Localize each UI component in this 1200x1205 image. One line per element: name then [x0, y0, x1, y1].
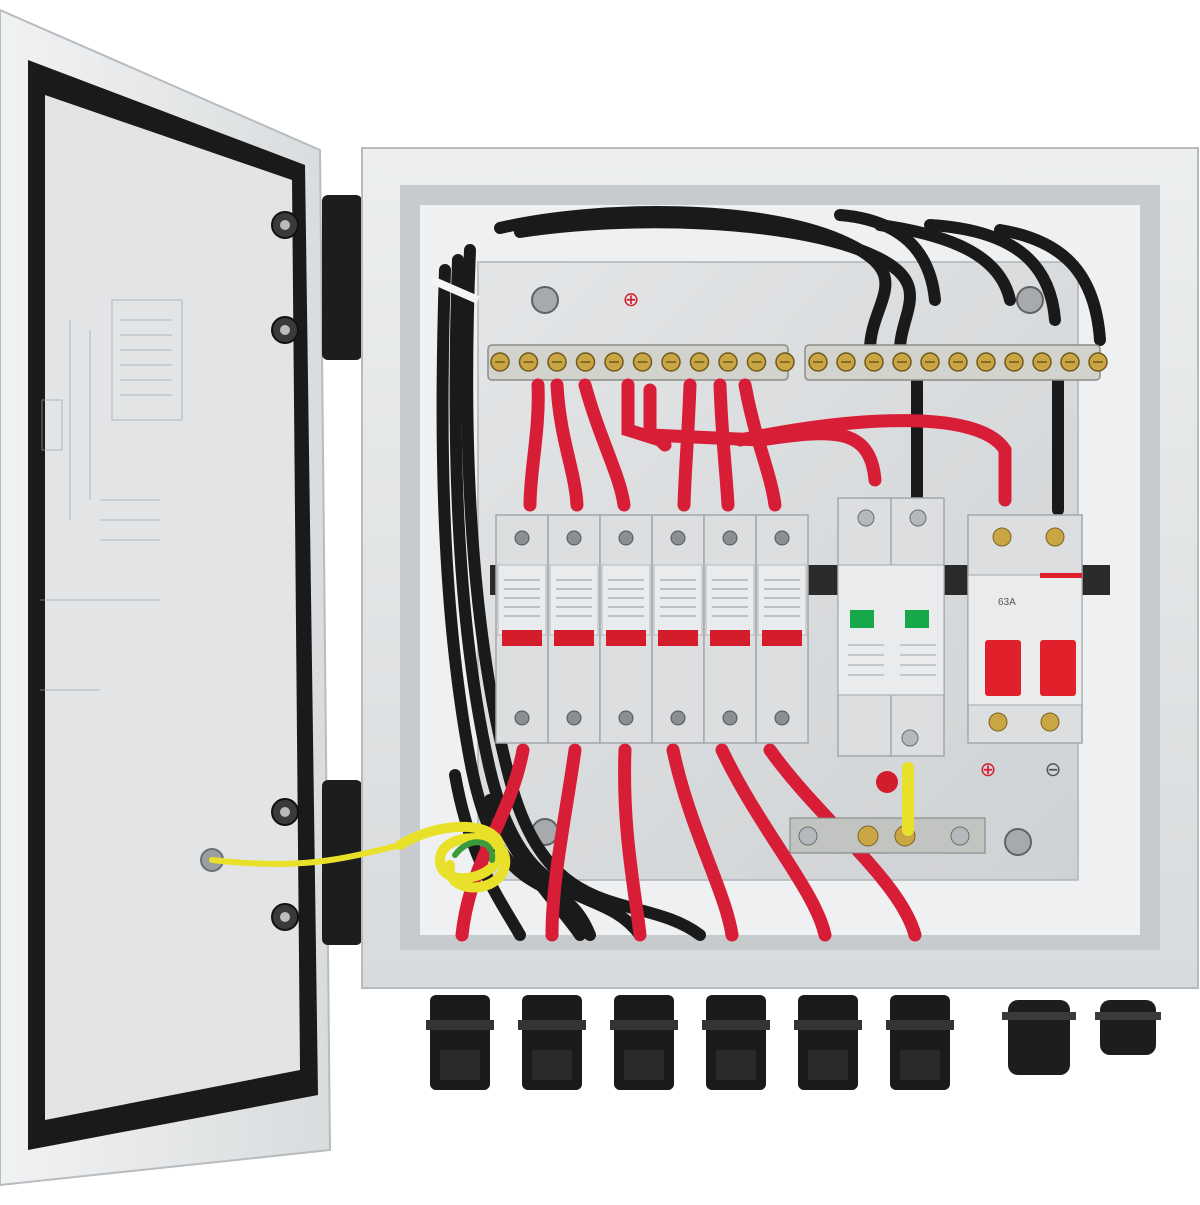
mc4-connector-tip: [440, 1050, 480, 1080]
mc4-connector: [610, 995, 678, 1090]
fuse-holder-6: [755, 514, 809, 744]
mc4-connector: [794, 995, 862, 1090]
spd-indicator-left: [850, 610, 874, 628]
door-wiring-diagram: [40, 299, 183, 691]
mc4-connector-tip: [624, 1050, 664, 1080]
fuse-indicator-window: [554, 630, 594, 646]
breaker-toggle-right: [1040, 640, 1076, 696]
mc4-connector-ring: [886, 1020, 954, 1030]
breaker-toggle-left: [985, 640, 1021, 696]
fuse-bottom-screw: [618, 710, 634, 726]
cable-tie: [430, 276, 480, 304]
fuse-holder-label-area: [549, 564, 599, 636]
negative-marking-bottom: ⊖: [1045, 759, 1062, 781]
red-wires-top: [523, 378, 1012, 512]
fuse-top-screw: [722, 530, 738, 546]
mc4-connector-tip: [900, 1050, 940, 1080]
fuse-indicator-window: [502, 630, 542, 646]
breaker-rating: 63A: [998, 597, 1016, 608]
dc-circuit-breaker: 63A: [967, 514, 1083, 744]
fuse-holder-1: [495, 514, 549, 744]
fuse-holder-label-area: [705, 564, 755, 636]
fuse-top-screw: [566, 530, 582, 546]
fuse-indicator-window: [710, 630, 750, 646]
fuse-bottom-screw: [514, 710, 530, 726]
fuse-holder-4: [651, 514, 705, 744]
mc4-connector-ring: [702, 1020, 770, 1030]
mc4-connector-tip: [532, 1050, 572, 1080]
mc4-connector-tip: [716, 1050, 756, 1080]
mc4-connector: [702, 995, 770, 1090]
fuse-bottom-screw: [774, 710, 790, 726]
fuse-holder-label-area: [601, 564, 651, 636]
fuse-holder-label-area: [757, 564, 807, 636]
mc4-connector-tip: [808, 1050, 848, 1080]
fuse-holder-label-area: [653, 564, 703, 636]
fuse-holder-2: [547, 514, 601, 744]
mc4-connector-ring: [426, 1020, 494, 1030]
door-inner-panel: [45, 95, 300, 1120]
door-hinges: [322, 195, 362, 945]
positive-marking-bottom: ⊕: [980, 759, 997, 781]
fuse-bottom-screw: [670, 710, 686, 726]
earth-wire: [209, 762, 914, 893]
fuse-indicator-window: [762, 630, 802, 646]
fuse-holder-5: [703, 514, 757, 744]
mc4-connector-ring: [518, 1020, 586, 1030]
fuse-holder-3: [599, 514, 653, 744]
enclosure-door: [0, 8, 332, 1187]
fuse-top-screw: [514, 530, 530, 546]
fuse-bottom-screw: [566, 710, 582, 726]
busbar-screws: [490, 352, 1108, 372]
mc4-connector: [426, 995, 494, 1090]
mc4-connector-ring: [794, 1020, 862, 1030]
ground-bar: [789, 817, 986, 854]
spd-indicator-right: [905, 610, 929, 628]
fuse-top-screw: [670, 530, 686, 546]
fuse-indicator-window: [658, 630, 698, 646]
positive-marking-top: ⊕: [623, 289, 640, 311]
cable-glands: [1002, 1000, 1161, 1075]
mc4-connector-ring: [610, 1020, 678, 1030]
fuse-indicator-window: [606, 630, 646, 646]
surge-protector: [837, 497, 945, 757]
earth-symbol: [876, 771, 898, 793]
fuse-top-screw: [774, 530, 790, 546]
mc4-connector: [518, 995, 586, 1090]
fuse-holders: [495, 514, 809, 744]
mc4-connectors: [426, 995, 954, 1090]
mc4-connector: [886, 995, 954, 1090]
fuse-top-screw: [618, 530, 634, 546]
fuse-bottom-screw: [722, 710, 738, 726]
fuse-holder-label-area: [497, 564, 547, 636]
